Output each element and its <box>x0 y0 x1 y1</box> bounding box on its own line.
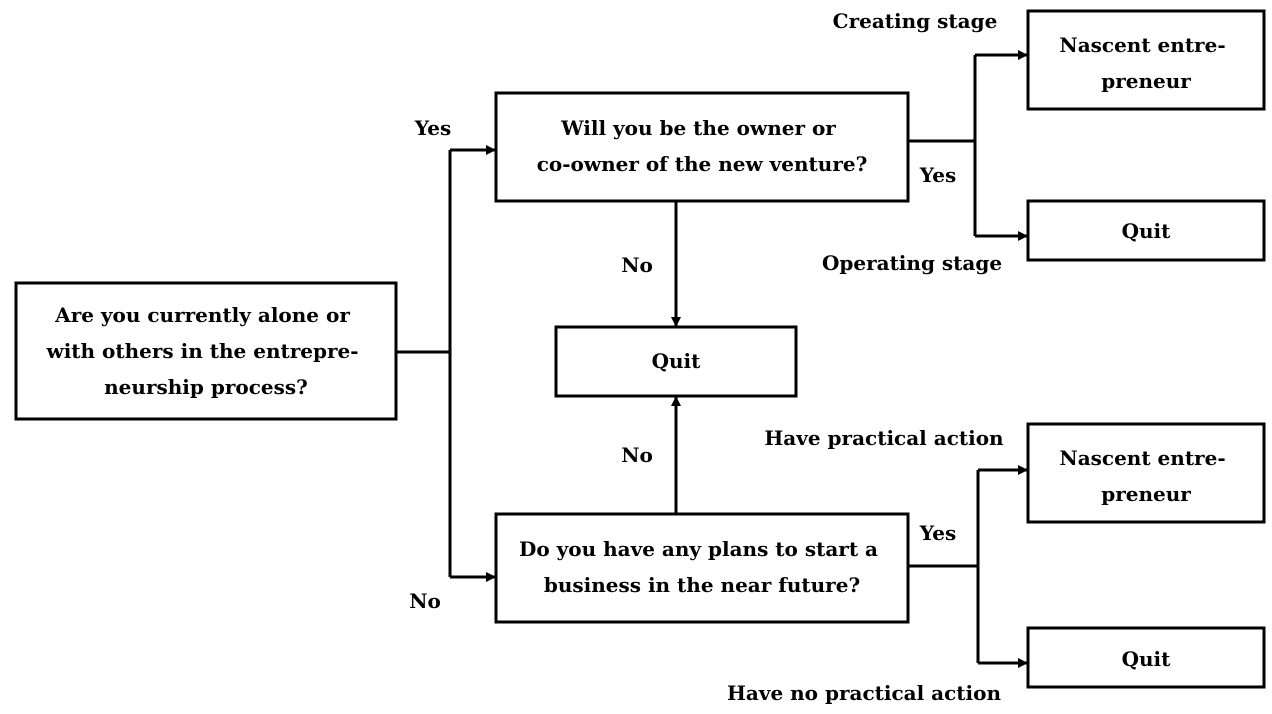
svg-text:Nascent entre- preneur: Nascent entre- preneur <box>1059 33 1232 93</box>
nascent-bottom-box: Nascent entre- preneur <box>1026 422 1266 524</box>
label-operating-stage: Operating stage <box>822 251 1002 275</box>
label-creating-stage: Creating stage <box>833 9 998 33</box>
quit-bottom-label: Quit <box>1122 647 1172 671</box>
start-question-line-2: with others in the entrepre- <box>45 339 358 363</box>
nascent-bottom-line-2: preneur <box>1101 482 1191 506</box>
svg-text:Are you currently alone or: Are you currently alone or with others i… <box>45 303 365 399</box>
svg-text:Will you be the owner or: Will you be the owner or co-owner of the… <box>537 116 868 176</box>
start-question-line-1: Are you currently alone or <box>54 303 350 327</box>
owner-question-box: Will you be the owner or co-owner of the… <box>494 91 910 203</box>
quit-top-box: Quit <box>1026 199 1266 262</box>
label-have-practical-action: Have practical action <box>764 426 1004 450</box>
nascent-top-box: Nascent entre- preneur <box>1026 9 1266 111</box>
svg-text:Nascent entre- preneur: Nascent entre- preneur <box>1059 446 1232 506</box>
start-question-box: Are you currently alone or with others i… <box>14 281 398 421</box>
quit-middle-box: Quit <box>554 325 798 398</box>
nascent-top-line-2: preneur <box>1101 69 1191 93</box>
plans-question-box: Do you have any plans to start a busines… <box>494 512 910 624</box>
label-plans-no: No <box>621 443 653 467</box>
quit-bottom-box: Quit <box>1026 626 1266 689</box>
label-have-no-practical-action: Have no practical action <box>727 681 1002 705</box>
svg-text:Quit: Quit <box>652 349 702 373</box>
nascent-top-line-1: Nascent entre- <box>1059 33 1225 57</box>
svg-text:Quit: Quit <box>1122 647 1172 671</box>
svg-text:Quit: Quit <box>1122 219 1172 243</box>
owner-question-line-2: co-owner of the new venture? <box>537 152 868 176</box>
plans-question-line-1: Do you have any plans to start a <box>519 537 878 561</box>
nascent-bottom-line-1: Nascent entre- <box>1059 446 1225 470</box>
label-no-to-plans: No <box>409 589 441 613</box>
label-plans-yes: Yes <box>919 521 957 545</box>
quit-top-label: Quit <box>1122 219 1172 243</box>
plans-question-line-2: business in the near future? <box>544 573 860 597</box>
label-owner-no: No <box>621 253 653 277</box>
quit-middle-label: Quit <box>652 349 702 373</box>
svg-text:Do you have any plans to start: Do you have any plans to start a busines… <box>519 537 885 597</box>
start-question-line-3: neurship process? <box>104 375 308 399</box>
owner-question-line-1: Will you be the owner or <box>560 116 836 140</box>
label-yes-to-owner: Yes <box>414 116 452 140</box>
label-owner-yes: Yes <box>919 163 957 187</box>
